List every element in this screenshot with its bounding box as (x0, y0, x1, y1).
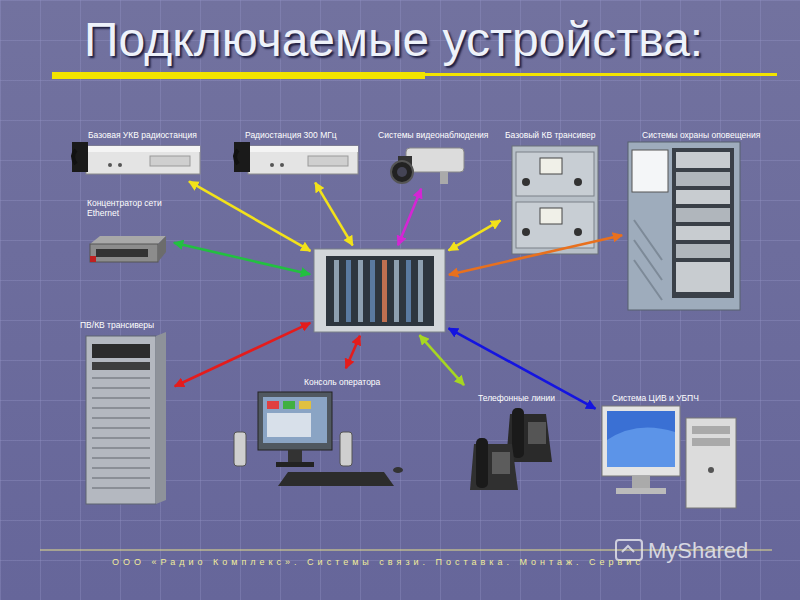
transceiver-rack: ПВ/КВ трансиверы (76, 314, 172, 506)
device-label: Радиостанция 300 МГц (245, 130, 337, 140)
connector-arrow (315, 183, 352, 246)
network-switch (90, 236, 166, 262)
hub-chassis (314, 249, 445, 332)
computer-system: Система ЦИВ и УБПЧ (598, 387, 740, 511)
connector-arrow (189, 181, 310, 250)
desktop-computer (602, 406, 736, 508)
device-label: Консоль оператора (304, 377, 380, 387)
connector-arrow (449, 235, 622, 274)
slide-title: Подключаемые устройства: (84, 12, 703, 67)
connector-arrow (449, 220, 501, 250)
server-rack (86, 332, 166, 504)
device-label: Концентратор сети Ethernet (87, 198, 167, 218)
transceiver: Базовый КВ трансивер (503, 124, 603, 256)
telephone-set (470, 408, 552, 490)
ethernet-hub: Концентратор сети Ethernet (85, 198, 171, 266)
device-label: Телефонные линии (478, 393, 555, 403)
connector-arrow (398, 189, 421, 245)
connector-arrow (175, 323, 311, 386)
device-label: Базовая УКВ радиостанция (88, 130, 197, 140)
operator-console: Консоль оператора (232, 371, 402, 499)
footer-text: ООО «Радио Комплекс». Системы связи. Пос… (112, 557, 644, 567)
connector-arrow (174, 243, 310, 275)
device-label: Системы видеонаблюдения (378, 130, 488, 140)
radio-unit (234, 142, 358, 174)
connector-arrow (449, 328, 596, 408)
watermark: MyShared (648, 538, 748, 564)
alert-cabinet: Системы охраны оповещения (625, 124, 770, 312)
hf-transceiver (512, 146, 598, 254)
cctv-camera (391, 148, 464, 184)
phone-lines: Телефонные линии (466, 387, 562, 495)
radio-station: Базовая УКВ радиостанция (70, 124, 205, 180)
title-bar (52, 72, 425, 79)
operator-console (234, 392, 403, 486)
radio-unit (72, 142, 200, 174)
device-label: Системы охраны оповещения (642, 130, 760, 140)
title-bar (425, 73, 777, 76)
device-label: ПВ/КВ трансиверы (80, 320, 154, 330)
hub-chassis (313, 248, 446, 333)
equipment-cabinet (628, 142, 740, 310)
connector-arrow (346, 336, 360, 368)
device-label: Система ЦИВ и УБПЧ (612, 393, 699, 403)
radio-station: Радиостанция 300 МГц (232, 124, 362, 180)
camera-system: Системы видеонаблюдения (376, 124, 494, 186)
device-label: Базовый КВ трансивер (505, 130, 595, 140)
connector-arrow (419, 335, 464, 385)
